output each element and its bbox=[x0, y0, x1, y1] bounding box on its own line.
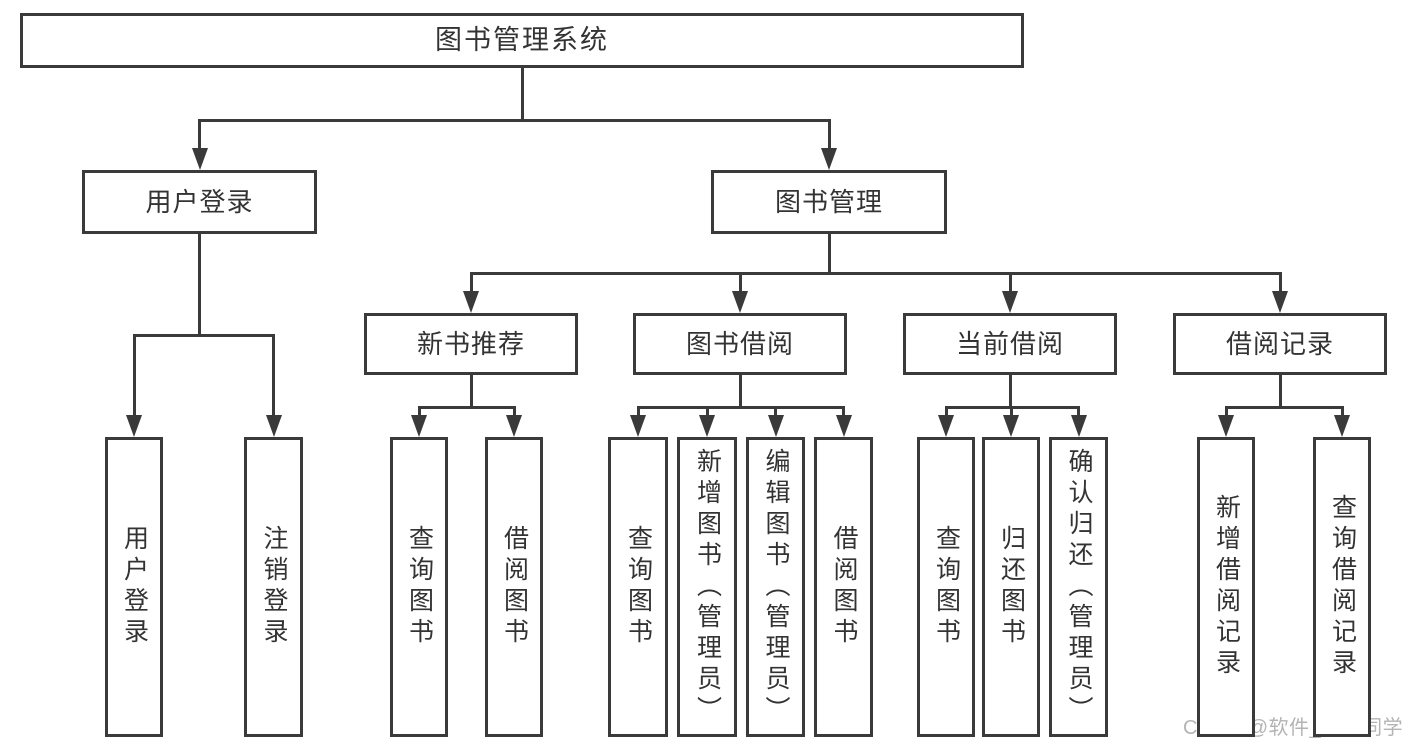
node-borrowing-records: 借阅记录 bbox=[1173, 313, 1387, 375]
node-new-book-recommend-label: 新书推荐 bbox=[416, 329, 525, 359]
node-new-book-recommend: 新书推荐 bbox=[364, 313, 578, 375]
node-leaf-confirm-return: 确认归还（管理员） bbox=[1049, 437, 1108, 737]
node-leaf-query-books-2-label: 查询图书 bbox=[624, 525, 653, 649]
connector-drop bbox=[1009, 408, 1013, 415]
node-leaf-add-books: 新增图书（管理员） bbox=[677, 437, 737, 737]
connector-drop bbox=[944, 408, 948, 415]
connector-drop bbox=[842, 408, 845, 415]
arrowhead-down bbox=[835, 415, 852, 437]
connector-drop bbox=[417, 408, 421, 415]
node-current-borrowing: 当前借阅 bbox=[903, 313, 1117, 375]
node-leaf-add-books-label: 新增图书（管理员） bbox=[693, 447, 722, 727]
node-leaf-query-borrow-record: 查询借阅记录 bbox=[1313, 437, 1371, 737]
node-book-management: 图书管理 bbox=[711, 170, 947, 234]
node-root-label: 图书管理系统 bbox=[435, 25, 609, 55]
connector-drop bbox=[827, 121, 831, 148]
node-leaf-add-borrow-record-label: 新增借阅记录 bbox=[1212, 494, 1241, 680]
node-leaf-return-books: 归还图书 bbox=[982, 437, 1040, 737]
node-leaf-confirm-return-label: 确认归还（管理员） bbox=[1065, 447, 1093, 727]
connector-stub bbox=[469, 375, 473, 409]
arrowhead-down bbox=[506, 415, 522, 437]
node-leaf-user-login: 用户登录 bbox=[105, 437, 163, 737]
connector-drop bbox=[1340, 408, 1344, 415]
connector-drop bbox=[774, 408, 777, 415]
connector-drop bbox=[1224, 408, 1228, 415]
node-user-login: 用户登录 bbox=[82, 170, 317, 234]
connector-drop bbox=[738, 274, 742, 291]
connector-drop bbox=[132, 336, 136, 415]
node-book-management-label: 图书管理 bbox=[774, 187, 883, 217]
connector-rail bbox=[1224, 405, 1344, 409]
arrowhead-down bbox=[463, 291, 479, 313]
node-leaf-user-login-label: 用户登录 bbox=[120, 525, 149, 649]
arrowhead-down bbox=[1272, 291, 1288, 313]
node-leaf-query-books-1-label: 查询图书 bbox=[405, 525, 434, 649]
connector-stub bbox=[520, 68, 524, 122]
connector-drop bbox=[469, 274, 473, 291]
connector-rail bbox=[469, 271, 1282, 275]
connector-drop bbox=[198, 121, 201, 148]
node-leaf-add-borrow-record: 新增借阅记录 bbox=[1197, 437, 1255, 737]
node-leaf-query-books-3: 查询图书 bbox=[917, 437, 975, 737]
node-leaf-borrow-books-2: 借阅图书 bbox=[814, 437, 873, 737]
connector-drop bbox=[272, 336, 275, 415]
arrowhead-down bbox=[265, 415, 282, 437]
node-leaf-logout: 注销登录 bbox=[244, 437, 303, 737]
arrowhead-down bbox=[821, 148, 837, 170]
connector-rail bbox=[636, 405, 845, 409]
arrowhead-down bbox=[630, 415, 646, 437]
arrowhead-down bbox=[411, 415, 427, 437]
node-root: 图书管理系统 bbox=[20, 13, 1024, 68]
connector-drop bbox=[636, 408, 640, 415]
node-leaf-query-borrow-record-label: 查询借阅记录 bbox=[1328, 494, 1357, 680]
node-leaf-logout-label: 注销登录 bbox=[260, 525, 288, 649]
connector-rail bbox=[944, 405, 1080, 409]
connector-drop bbox=[1077, 408, 1080, 415]
node-leaf-edit-books: 编辑图书（管理员） bbox=[746, 437, 805, 737]
connector-stub bbox=[198, 234, 201, 337]
arrowhead-down bbox=[1334, 415, 1350, 437]
connector-rail bbox=[417, 405, 516, 409]
connector-stub bbox=[1008, 375, 1012, 409]
node-leaf-query-books-2: 查询图书 bbox=[608, 437, 668, 737]
arrowhead-down bbox=[1070, 415, 1087, 437]
node-leaf-borrow-books-2-label: 借阅图书 bbox=[830, 525, 858, 649]
arrowhead-down bbox=[767, 415, 784, 437]
arrowhead-down bbox=[191, 148, 208, 170]
arrowhead-down bbox=[1218, 415, 1234, 437]
node-book-borrowing: 图书借阅 bbox=[633, 313, 847, 375]
arrowhead-down bbox=[1002, 291, 1018, 313]
connector-rail bbox=[198, 118, 831, 122]
arrowhead-down bbox=[732, 291, 748, 313]
connector-drop bbox=[705, 408, 709, 415]
arrowhead-down bbox=[1003, 415, 1019, 437]
arrowhead-down bbox=[699, 415, 715, 437]
node-leaf-return-books-label: 归还图书 bbox=[997, 525, 1026, 649]
connector-stub bbox=[1278, 375, 1282, 409]
node-leaf-borrow-books-1-label: 借阅图书 bbox=[500, 525, 529, 649]
node-leaf-query-books-1: 查询图书 bbox=[390, 437, 448, 737]
node-borrowing-records-label: 借阅记录 bbox=[1225, 329, 1334, 359]
arrowhead-down bbox=[126, 415, 142, 437]
node-leaf-query-books-3-label: 查询图书 bbox=[932, 525, 961, 649]
node-book-borrowing-label: 图书借阅 bbox=[685, 329, 794, 359]
connector-drop bbox=[512, 408, 516, 415]
node-leaf-borrow-books-1: 借阅图书 bbox=[485, 437, 543, 737]
connector-drop bbox=[1278, 274, 1282, 291]
node-user-login-label: 用户登录 bbox=[145, 187, 254, 217]
node-current-borrowing-label: 当前借阅 bbox=[955, 329, 1064, 359]
connector-drop bbox=[1008, 274, 1012, 291]
connector-stub bbox=[827, 234, 831, 275]
arrowhead-down bbox=[938, 415, 954, 437]
connector-rail bbox=[132, 333, 275, 337]
node-leaf-edit-books-label: 编辑图书（管理员） bbox=[762, 447, 790, 727]
connector-stub bbox=[738, 375, 742, 409]
